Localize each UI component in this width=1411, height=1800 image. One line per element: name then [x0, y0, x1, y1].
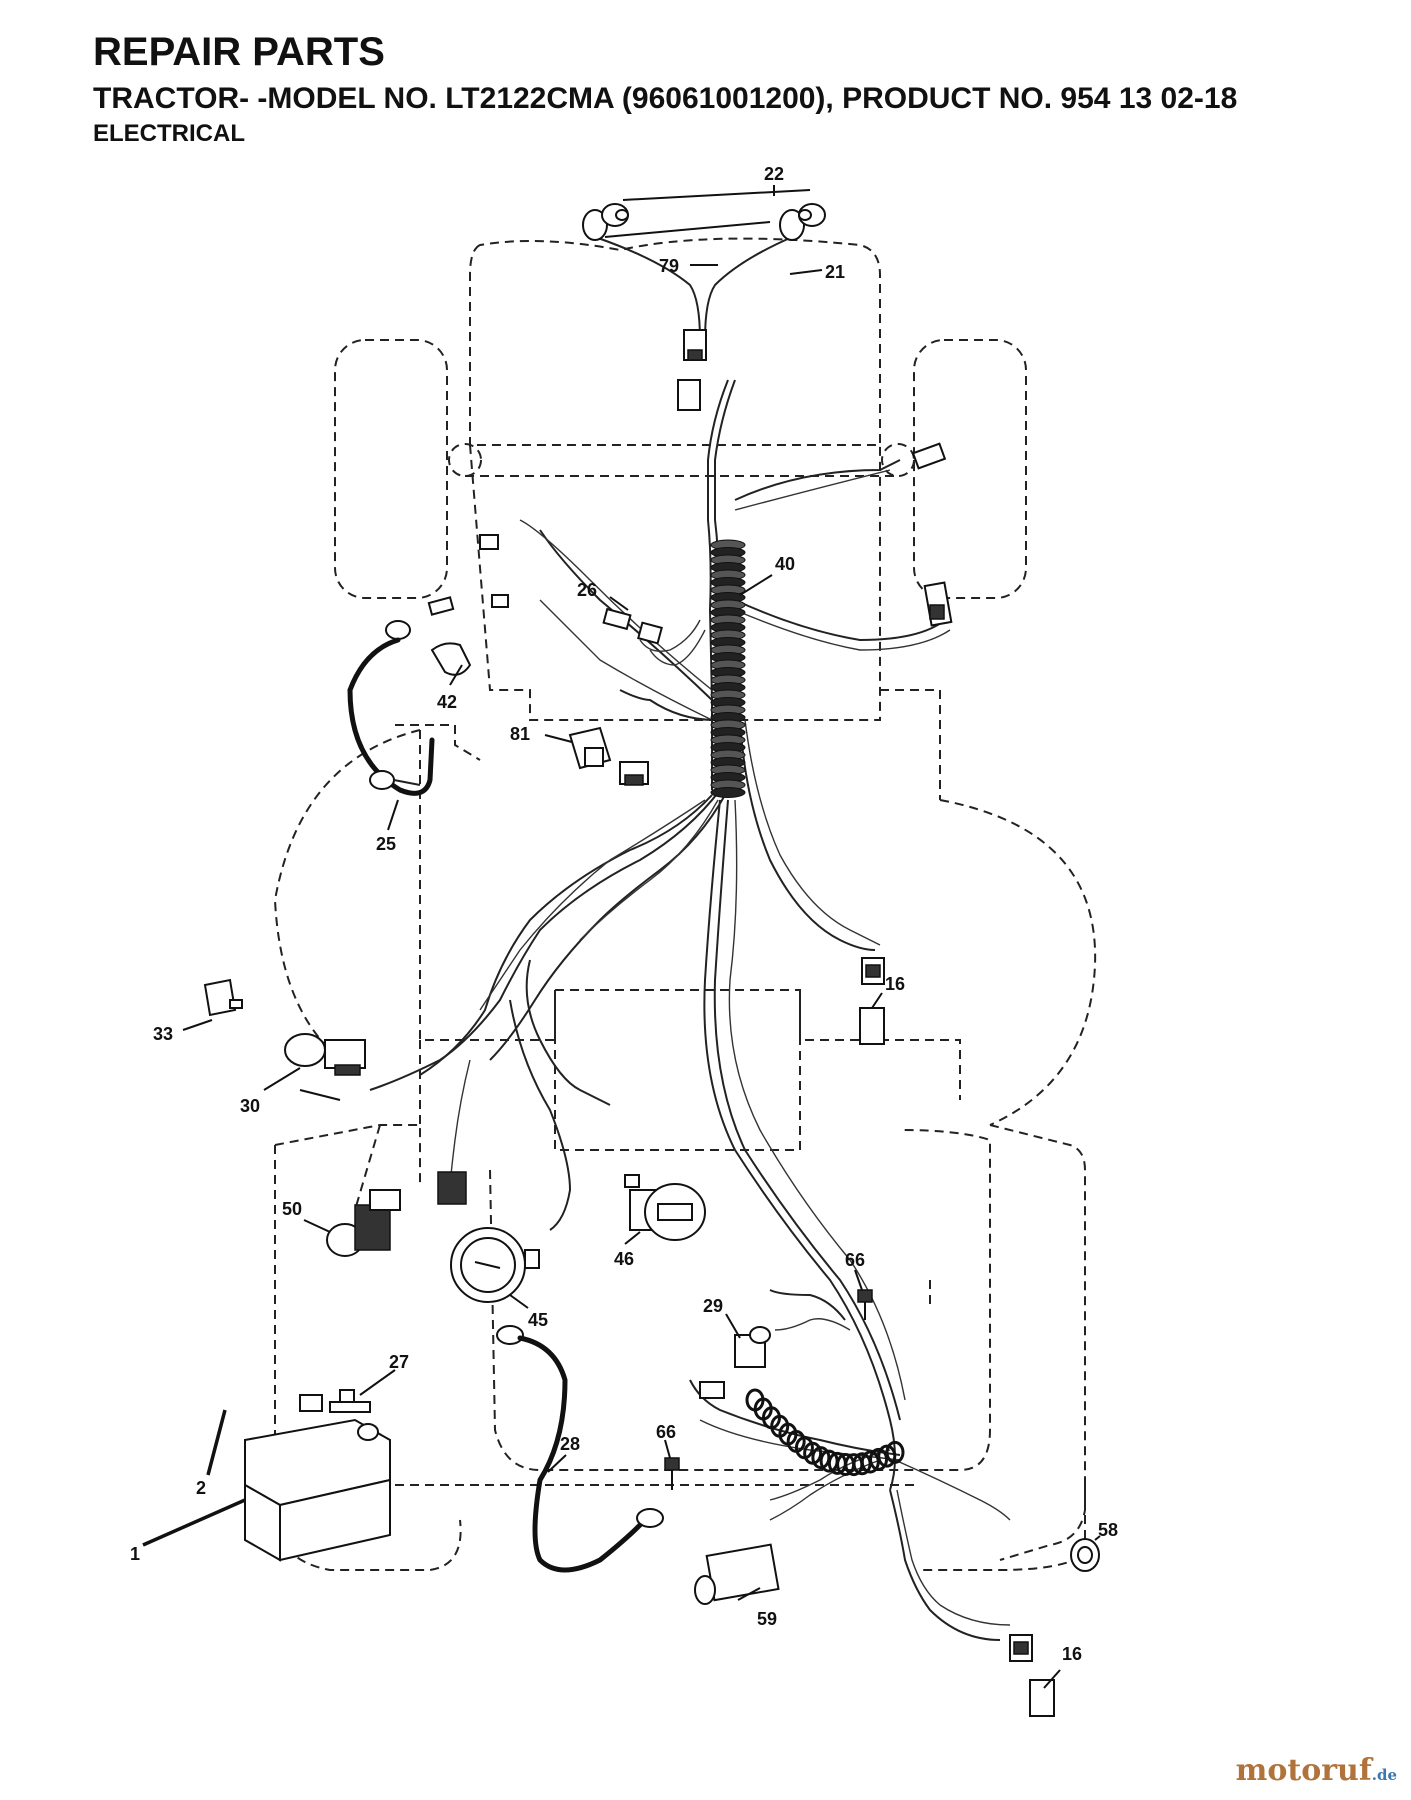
coiled-wire [745, 1388, 905, 1477]
callout-79: 79 [659, 256, 679, 276]
callout-59: 59 [757, 1609, 777, 1629]
callout-66-lower: 66 [656, 1422, 676, 1442]
callout-58: 58 [1098, 1520, 1118, 1540]
callout-42: 42 [437, 692, 457, 712]
part-29-switch [699, 1326, 771, 1399]
callout-1: 1 [130, 1544, 140, 1564]
part-16-upper [859, 957, 885, 1045]
model-subtitle: TRACTOR- -MODEL NO. LT2122CMA (960610012… [93, 82, 1238, 115]
callout-2: 2 [196, 1478, 206, 1498]
callout-26: 26 [577, 580, 597, 600]
part-81-relay [568, 726, 612, 770]
part-1-battery [244, 1418, 391, 1562]
part-33-key [203, 978, 243, 1017]
part-16-lower [1009, 1634, 1055, 1717]
callout-25: 25 [376, 834, 396, 854]
part-50-switch [326, 1171, 467, 1257]
watermark-name: motoruf [1235, 1753, 1372, 1788]
callout-30: 30 [240, 1096, 260, 1116]
callout-81: 81 [510, 724, 530, 744]
part-26-terminal [602, 607, 663, 645]
ground-wire-28 [496, 1325, 664, 1573]
section-label: ELECTRICAL [93, 120, 245, 147]
watermark-logo: motoruf.de [1236, 1753, 1397, 1788]
part-59-module [694, 1543, 780, 1605]
watermark-suffix: .de [1371, 1766, 1397, 1784]
callout-46: 46 [614, 1249, 634, 1269]
part-66-bolts [664, 1289, 873, 1490]
loom-sleeve [710, 539, 746, 798]
part-46-hourmeter [624, 1174, 706, 1241]
part-42-boot [430, 642, 472, 676]
headlight-assembly [582, 189, 826, 411]
part-30-ignition [284, 1033, 366, 1101]
tractor-outline [273, 237, 1097, 1571]
callout-40: 40 [775, 554, 795, 574]
callout-45: 45 [528, 1310, 548, 1330]
callout-16-lower: 16 [1062, 1644, 1082, 1664]
callout-50: 50 [282, 1199, 302, 1219]
side-connectors [427, 442, 953, 627]
callout-22: 22 [764, 164, 784, 184]
ground-wire-25 [347, 620, 435, 796]
part-58-plug [1070, 1538, 1100, 1572]
leader-lines [142, 185, 1101, 1689]
callout-27: 27 [389, 1352, 409, 1372]
callout-21: 21 [825, 262, 845, 282]
plug-connector [619, 761, 649, 786]
part-27-terminal [299, 1389, 371, 1413]
callout-29: 29 [703, 1296, 723, 1316]
callout-28: 28 [560, 1434, 580, 1454]
callout-16-upper: 16 [885, 974, 905, 994]
page-title: REPAIR PARTS [93, 30, 385, 74]
callout-66-upper: 66 [845, 1250, 865, 1270]
callout-labels: 22 79 21 40 26 42 81 25 33 30 50 45 46 1… [130, 164, 1118, 1664]
callout-33: 33 [153, 1024, 173, 1044]
part-45-gauge [450, 1227, 540, 1303]
